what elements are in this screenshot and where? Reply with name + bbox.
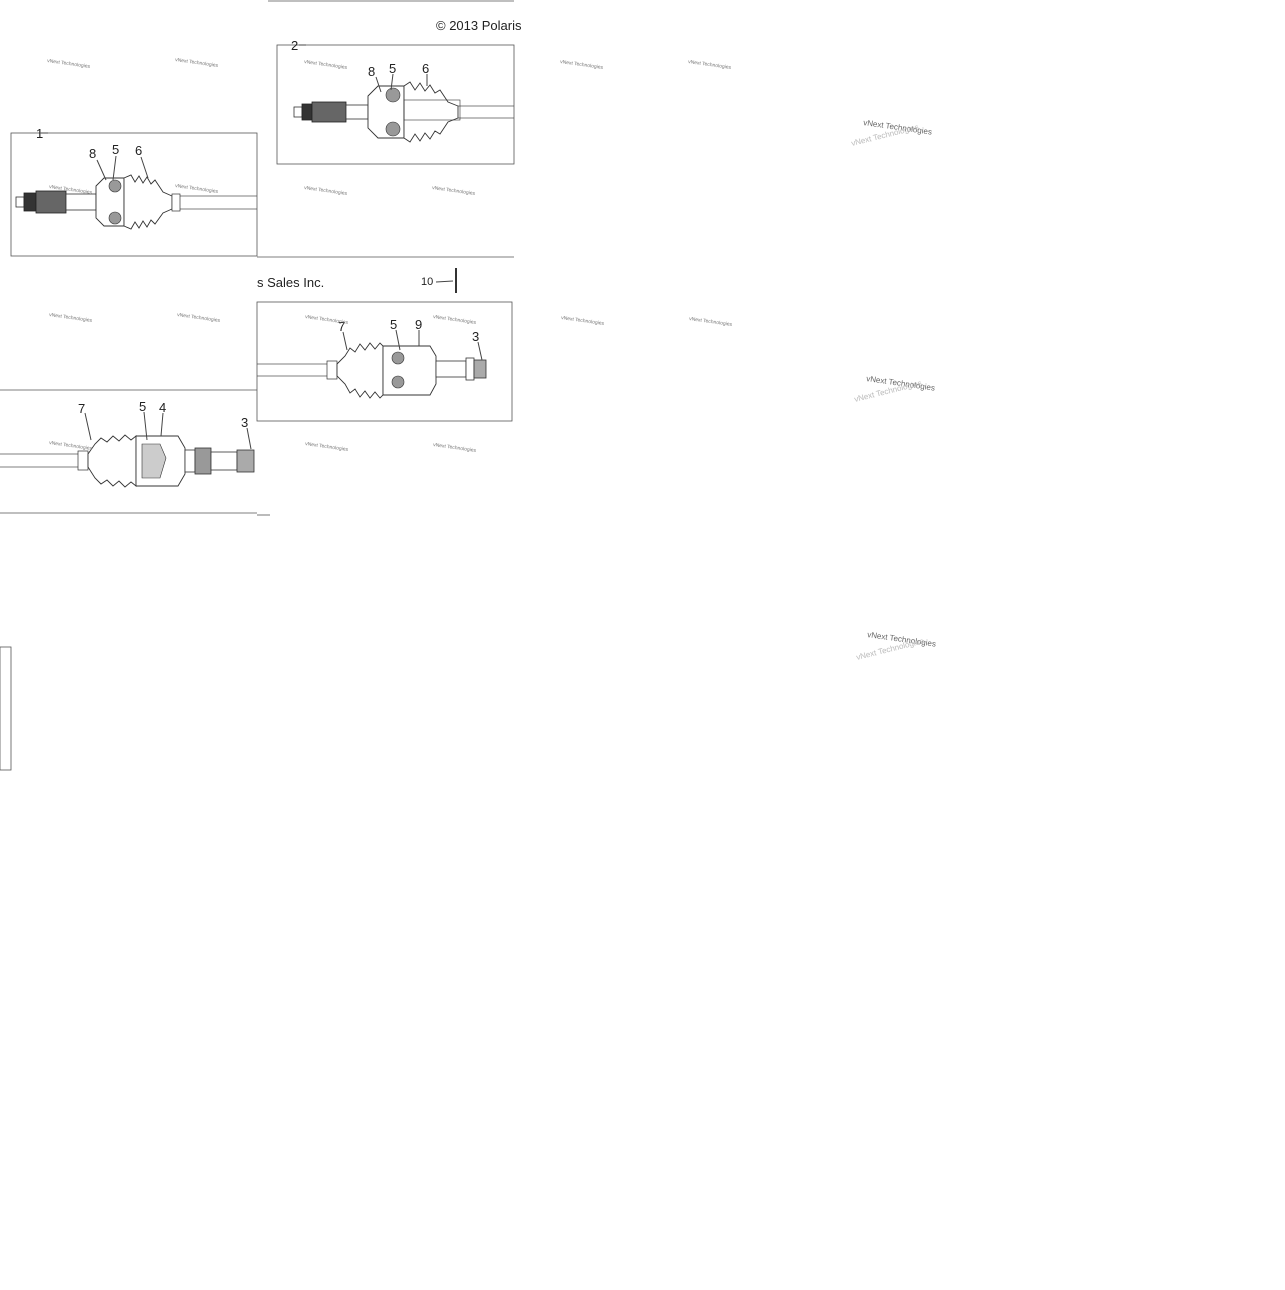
svg-text:vNext Technologies: vNext Technologies xyxy=(49,312,93,324)
callout-b-8: 8 xyxy=(368,64,375,79)
svg-text:vNext Technologies: vNext Technologies xyxy=(689,316,733,328)
svg-text:vNext Technologies: vNext Technologies xyxy=(305,314,349,326)
callout-2: 2 xyxy=(291,38,298,53)
svg-text:vNext Technologies: vNext Technologies xyxy=(688,59,732,71)
svg-text:vNext Technologies: vNext Technologies xyxy=(175,183,219,195)
callout-1: 1 xyxy=(36,126,43,141)
callout-e-3: 3 xyxy=(241,415,248,430)
svg-text:vNext Technologies: vNext Technologies xyxy=(561,315,605,327)
callout-e-7: 7 xyxy=(78,401,85,416)
callout-d-3: 3 xyxy=(472,329,479,344)
svg-text:vNext Technologies: vNext Technologies xyxy=(433,442,477,454)
svg-text:vNext Technologies: vNext Technologies xyxy=(175,57,219,69)
frame-assembly-2 xyxy=(276,44,515,165)
sales-text: s Sales Inc. xyxy=(257,275,324,290)
svg-text:vNext Technologies: vNext Technologies xyxy=(304,185,348,197)
svg-text:vNext Technologies: vNext Technologies xyxy=(304,59,348,71)
axle-assembly-e xyxy=(0,411,255,488)
callout-d-7: 7 xyxy=(338,319,345,334)
part-10-pin xyxy=(435,268,457,293)
svg-text:vNext Technologies: vNext Technologies xyxy=(432,185,476,197)
watermarks-large: vNext Technologies vNext Technologies vN… xyxy=(850,118,936,662)
callout-b-5: 5 xyxy=(389,61,396,76)
frame-assembly-d xyxy=(256,301,513,422)
axle-assembly-d xyxy=(257,329,487,399)
callout-d-5: 5 xyxy=(390,317,397,332)
callout-e-5: 5 xyxy=(139,399,146,414)
frame-offpage xyxy=(0,646,12,771)
svg-text:vNext Technologies: vNext Technologies xyxy=(305,441,349,453)
callout-a-8: 8 xyxy=(89,146,96,161)
callout-e-4: 4 xyxy=(159,400,166,415)
callout-a-5: 5 xyxy=(112,142,119,157)
svg-text:vNext Technologies: vNext Technologies xyxy=(433,314,477,326)
svg-text:vNext Technologies: vNext Technologies xyxy=(49,440,93,452)
axle-assembly-2 xyxy=(293,44,514,143)
callout-b-6: 6 xyxy=(422,61,429,76)
frame-assembly-1 xyxy=(10,132,258,257)
copyright-text: © 2013 Polaris xyxy=(436,18,522,33)
axle-assembly-1 xyxy=(15,132,257,230)
svg-text:vNext Technologies: vNext Technologies xyxy=(177,312,221,324)
callout-d-9: 9 xyxy=(415,317,422,332)
svg-text:vNext Technologies: vNext Technologies xyxy=(560,59,604,71)
callout-a-6: 6 xyxy=(135,143,142,158)
svg-text:vNext Technologies: vNext Technologies xyxy=(47,58,91,70)
callout-10: 10 xyxy=(421,276,433,288)
